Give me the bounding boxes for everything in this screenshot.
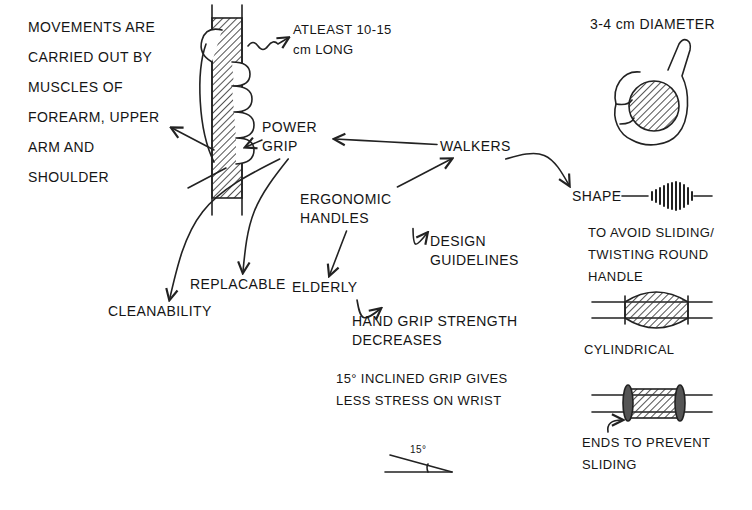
rib xyxy=(679,183,681,209)
concept-node: REPLACABLE xyxy=(190,275,286,294)
hand-outline xyxy=(615,40,691,145)
arrow-connector xyxy=(397,159,451,187)
grip-end xyxy=(687,296,689,324)
hand-thumb xyxy=(201,29,222,62)
rib xyxy=(655,190,657,202)
cylinder-grip xyxy=(628,389,680,418)
angle-base xyxy=(385,471,452,473)
grip-flange xyxy=(623,385,633,421)
node-text: HAND GRIP STRENGTH DECREASES xyxy=(352,312,522,350)
leader-arrow xyxy=(172,128,214,150)
note-text: ATLEAST 10-15 cm LONG xyxy=(293,20,413,60)
rib xyxy=(675,182,677,210)
arrow-connector xyxy=(335,139,437,144)
concept-node: WALKERS xyxy=(440,137,511,156)
rib xyxy=(651,192,653,200)
concept-node: POWER GRIP xyxy=(262,118,332,156)
note-text: 15° INCLINED GRIP GIVES LESS STRESS ON W… xyxy=(336,368,526,412)
concept-node: SHAPE xyxy=(572,187,621,206)
grip-flange xyxy=(675,385,685,421)
node-text: ELDERLY xyxy=(292,278,358,297)
node-text: SHAPE xyxy=(572,187,621,206)
rib xyxy=(671,183,673,209)
rib xyxy=(659,188,661,204)
concept-node: DESIGN GUIDELINES xyxy=(430,232,530,270)
concept-node: ERGONOMIC HANDLES xyxy=(300,190,410,228)
wrist-line xyxy=(188,168,226,188)
angle-incline xyxy=(390,455,452,472)
concept-node: CLEANABILITY xyxy=(108,302,212,321)
node-text: WALKERS xyxy=(440,137,511,156)
concept-node: ELDERLY xyxy=(292,278,358,297)
arrow-connector xyxy=(506,154,569,186)
leader-arrow xyxy=(608,420,622,432)
handle-section xyxy=(629,81,679,131)
rib xyxy=(663,186,665,206)
node-text: REPLACABLE xyxy=(190,275,286,294)
rib xyxy=(691,192,693,200)
concept-node: HAND GRIP STRENGTH DECREASES xyxy=(352,312,522,350)
hand-fingers xyxy=(232,62,254,164)
node-text: CLEANABILITY xyxy=(108,302,212,321)
note-text: TO AVOID SLIDING/ TWISTING ROUND HANDLE xyxy=(588,222,748,288)
leader-line xyxy=(622,195,648,197)
leader-arrow xyxy=(248,38,288,50)
grip-end xyxy=(624,296,626,324)
arrow-connector xyxy=(413,228,427,244)
barrel-grip xyxy=(625,292,688,328)
node-text: ERGONOMIC HANDLES xyxy=(300,190,410,228)
node-text: DESIGN GUIDELINES xyxy=(430,232,530,270)
rib xyxy=(667,184,669,208)
note-text: 3-4 cm DIAMETER xyxy=(590,14,715,34)
rib xyxy=(687,188,689,204)
arrow-connector xyxy=(243,159,288,272)
leader-arrow xyxy=(246,140,262,147)
note-text: CYLINDRICAL xyxy=(584,340,674,360)
arrow-connector xyxy=(330,231,347,275)
note-text: MOVEMENTS ARE CARRIED OUT BY MUSCLES OF … xyxy=(28,12,166,192)
node-text: POWER GRIP xyxy=(262,118,332,156)
rib xyxy=(683,185,685,207)
handle-rail xyxy=(694,195,712,197)
note-text: 15° xyxy=(410,444,426,456)
note-text: ENDS TO PREVENT SLIDING xyxy=(582,432,742,476)
angle-arc xyxy=(427,464,428,472)
